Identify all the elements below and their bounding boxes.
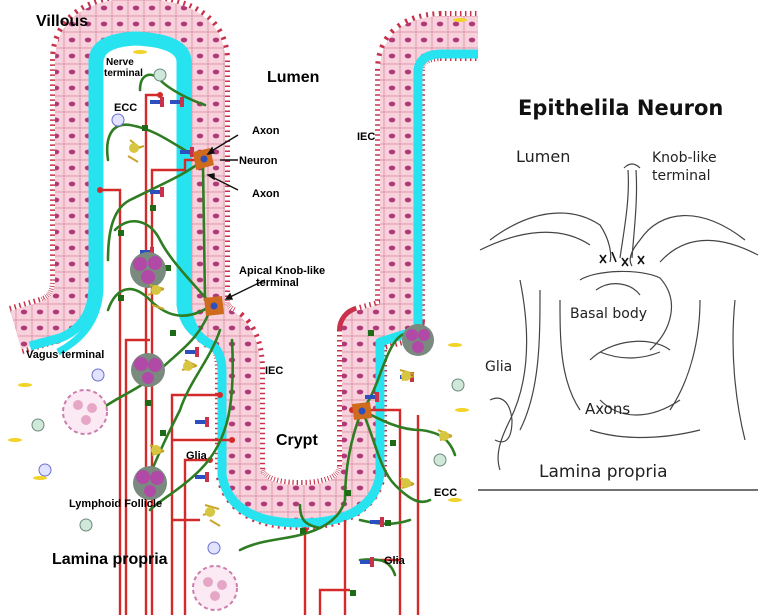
label-axon-top: Axon [252, 125, 280, 137]
label-apical-knob-2: terminal [256, 277, 299, 289]
label-vagus-terminal: Vagus terminal [26, 349, 104, 361]
sketch-label-axons: Axons [585, 400, 630, 418]
label-iec-mid: IEC [265, 365, 283, 377]
label-villous: Villous [36, 13, 88, 30]
label-axon-bottom: Axon [252, 188, 280, 200]
label-neuron: Neuron [239, 155, 278, 167]
intestinal-wall-diagram: Villous Nerve terminal Lumen ECC Axon IE… [8, 13, 478, 615]
sketch-label-lumen: Lumen [516, 147, 570, 166]
label-ecc-bottom: ECC [434, 487, 457, 499]
label-iec-top: IEC [357, 131, 375, 143]
label-lumen: Lumen [267, 69, 319, 86]
sketch-label-basal-body: Basal body [570, 306, 647, 322]
label-lymphoid-follicle: Lymphoid Follicle [69, 498, 162, 510]
sketch-label-knob-1: Knob-like [652, 150, 717, 166]
label-crypt: Crypt [276, 432, 318, 449]
label-glia-bottom: Glia [384, 555, 406, 567]
sketch-label-lamina-propria: Lamina propria [539, 462, 668, 482]
sketch-label-knob-2: terminal [652, 168, 710, 184]
epithelial-neuron-sketch: Epithelila Neuron [478, 96, 758, 490]
label-nerve-terminal-1: Nerve [106, 57, 134, 68]
label-lamina-propria: Lamina propria [52, 551, 168, 568]
label-glia-left: Glia [186, 450, 208, 462]
sketch-title: Epithelila Neuron [518, 96, 723, 120]
label-ecc-top: ECC [114, 102, 137, 114]
label-apical-knob-1: Apical Knob-like [239, 265, 325, 277]
label-nerve-terminal-2: terminal [104, 68, 143, 79]
sketch-label-glia: Glia [485, 359, 512, 375]
